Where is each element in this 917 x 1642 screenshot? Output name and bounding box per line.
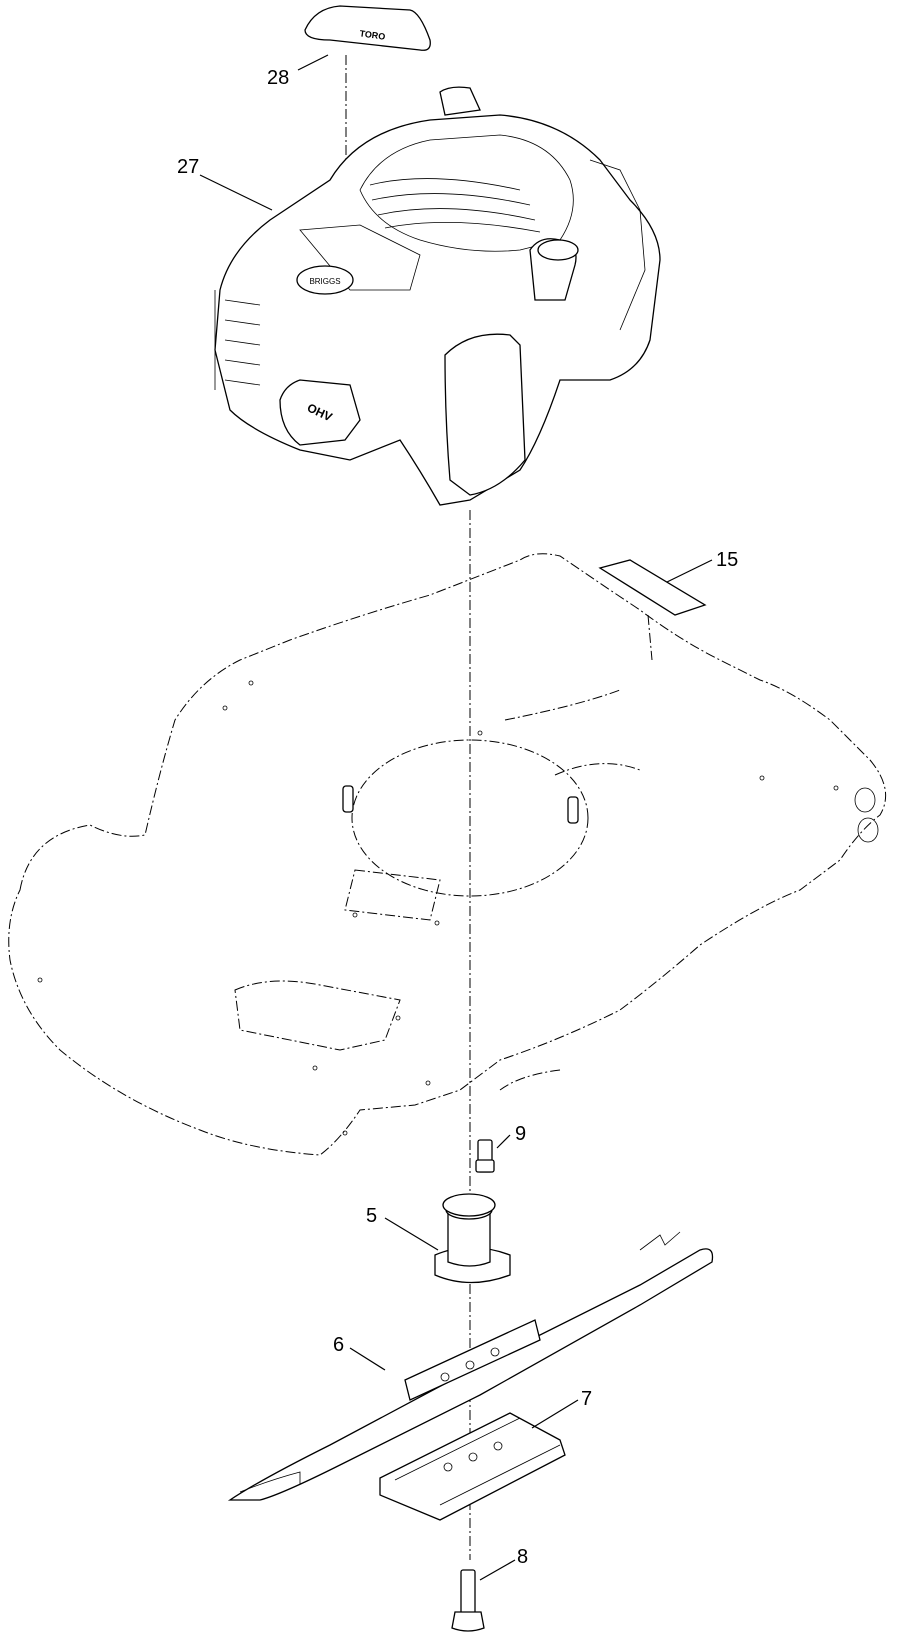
leader-9 (496, 1134, 511, 1149)
engine-badge-text: BRIGGS (309, 277, 340, 286)
callout-8: 8 (517, 1546, 528, 1568)
callout-5: 5 (366, 1205, 377, 1227)
leader-27 (199, 174, 273, 211)
mower-deck (8, 553, 887, 1156)
deck-decal-part-15 (598, 559, 707, 661)
blade-adapter-part-5 (434, 1193, 511, 1284)
blade-part-6 (227, 1231, 714, 1501)
leader-5 (384, 1217, 439, 1251)
leader-7 (531, 1399, 579, 1429)
deck-stud-right (567, 796, 579, 824)
leader-28 (297, 54, 329, 71)
bolt-part-9 (475, 1139, 495, 1173)
engine-badge (296, 265, 354, 295)
deck-stud-left (342, 785, 354, 813)
callout-28: 28 (267, 67, 289, 89)
callout-27: 27 (177, 156, 199, 178)
blade-bolt-part-8 (451, 1569, 485, 1632)
callout-15: 15 (716, 549, 738, 571)
decal-part-28: TORO (304, 5, 431, 51)
engine-part-27: BRIGGS OHV (214, 86, 661, 506)
leader-6 (349, 1347, 386, 1371)
callout-6: 6 (333, 1334, 344, 1356)
deck-center-opening (351, 739, 589, 897)
callout-9: 9 (515, 1123, 526, 1145)
callout-7: 7 (581, 1388, 592, 1410)
decal-text: TORO (359, 28, 386, 41)
leader-15 (666, 559, 713, 583)
stiffener-part-7 (379, 1412, 566, 1521)
leader-8 (479, 1559, 516, 1581)
